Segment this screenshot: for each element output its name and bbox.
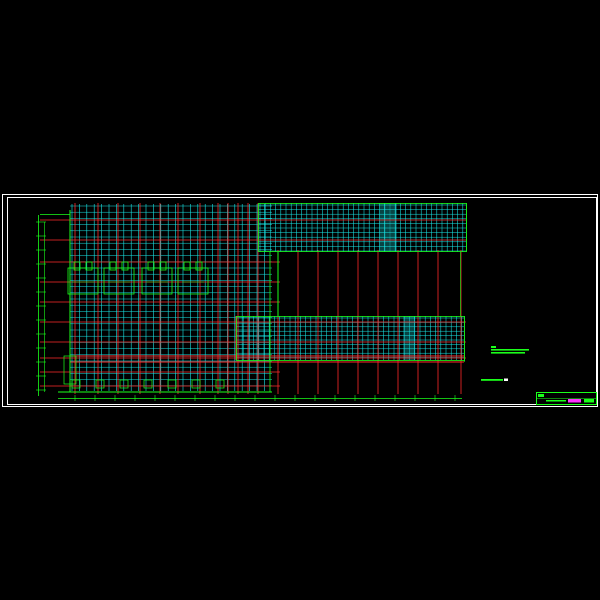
title-block-logo xyxy=(538,394,544,397)
outer-sheet-border xyxy=(2,194,598,407)
inner-drawing-border xyxy=(7,197,597,405)
title-block-highlight xyxy=(568,399,581,403)
unit-outline xyxy=(67,267,99,295)
legend-notes xyxy=(481,346,529,381)
legend-note-mark xyxy=(504,378,508,381)
wall-outlines-green xyxy=(58,203,467,393)
title-block-text-line xyxy=(546,400,566,402)
stair-core xyxy=(73,261,81,271)
bottom-unit xyxy=(119,379,129,389)
legend-note-line-3 xyxy=(491,352,525,354)
stair-core xyxy=(183,261,191,271)
side-core xyxy=(69,355,77,385)
legend-note-line-4 xyxy=(481,379,503,381)
stair-core xyxy=(85,261,93,271)
bottom-unit xyxy=(95,379,105,389)
unit-outline xyxy=(141,267,173,295)
unit-outline xyxy=(103,267,135,295)
legend-note-line-1 xyxy=(491,346,496,348)
bottom-unit xyxy=(167,379,177,389)
green-dimension-lines xyxy=(36,203,467,401)
stair-core xyxy=(195,261,203,271)
legend-note-line-2 xyxy=(491,349,529,351)
bottom-unit xyxy=(215,379,225,389)
stair-core xyxy=(159,261,167,271)
stair-core xyxy=(121,261,129,271)
unit-outline xyxy=(177,267,209,295)
stair-core xyxy=(147,261,155,271)
bottom-unit xyxy=(191,379,201,389)
title-block xyxy=(536,392,597,405)
stair-core xyxy=(109,261,117,271)
bottom-unit xyxy=(143,379,153,389)
title-block-sheet-no xyxy=(584,399,594,403)
